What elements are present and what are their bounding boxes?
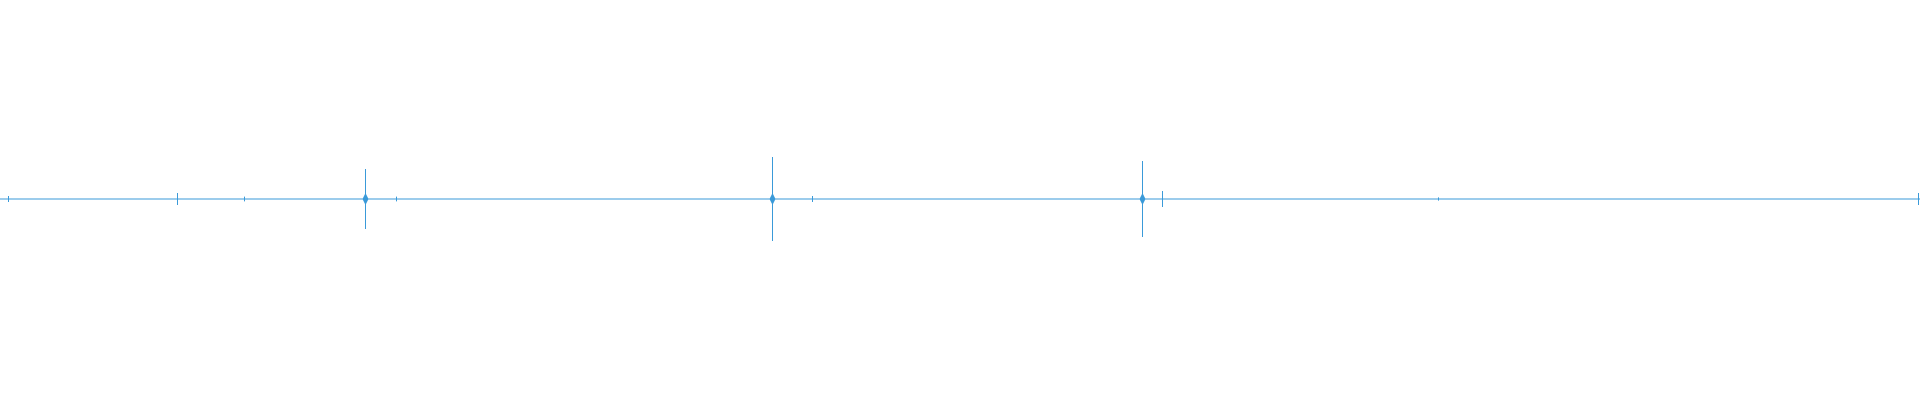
- waveform-peak-cluster: [362, 193, 369, 205]
- waveform-peaks: [8, 157, 1919, 241]
- waveform-peak-cluster: [1139, 193, 1146, 205]
- waveform-peak-cluster: [769, 193, 776, 205]
